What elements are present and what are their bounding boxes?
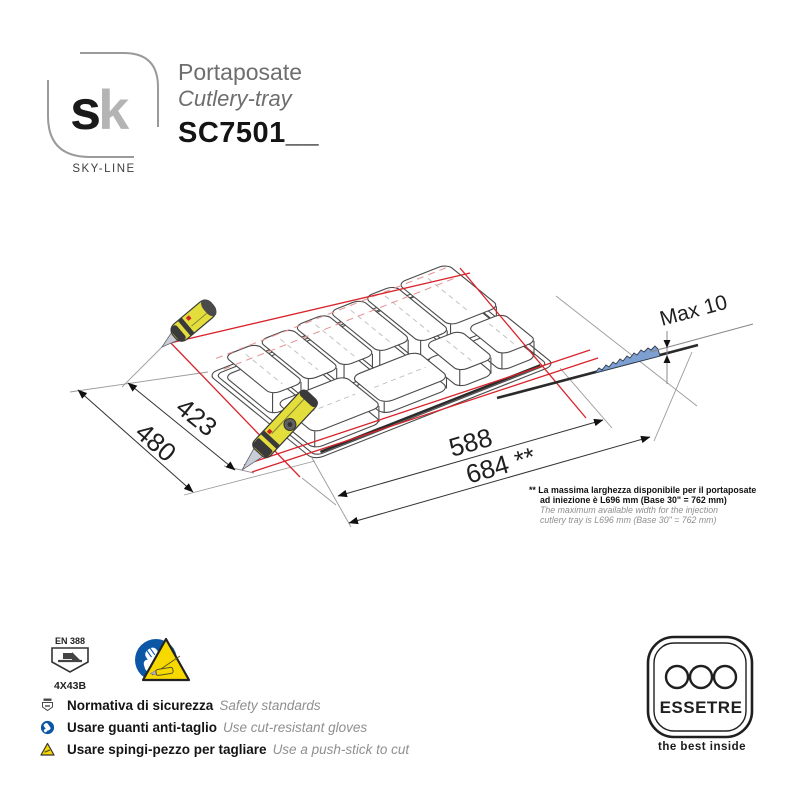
product-model-code: SC7501__ <box>178 117 320 150</box>
instruction-en: Safety standards <box>219 697 321 713</box>
logo-letter-s: s <box>70 78 99 141</box>
extension-lines <box>69 295 698 528</box>
cut-guides-dashed <box>212 266 462 369</box>
logo-frame-bottom-left-arc <box>47 80 134 158</box>
logo-line-name: SKY-LINE <box>72 163 135 175</box>
warning-cutter-icon <box>141 637 191 682</box>
en388-standard-label: EN 388 <box>55 636 85 646</box>
footnote-it-2: ad iniezione è L696 mm (Base 30" = 762 m… <box>540 495 727 506</box>
instruction-en: Use a push-stick to cut <box>272 741 410 757</box>
safety-icons: EN 388 4X43B <box>51 636 191 692</box>
instruction-en: Use cut-resistant gloves <box>223 719 368 735</box>
compartment-centerlines <box>230 277 515 424</box>
logo-circle <box>688 664 714 690</box>
dim-label-480: 480 <box>130 417 182 468</box>
logo-circle <box>664 664 690 690</box>
logo-circle <box>712 664 738 690</box>
essetre-logo: ESSETRE <box>646 635 754 739</box>
dimension-line-480 <box>77 389 194 493</box>
max-cut-label: Max 10 <box>657 291 729 331</box>
instruction-it: Normativa di sicurezza <box>67 697 214 713</box>
warning-mini-icon <box>40 742 55 756</box>
instruction-it: Usare spingi-pezzo per tagliare <box>67 741 267 757</box>
list-item: Usare spingi-pezzo per tagliare Use a pu… <box>40 738 409 760</box>
footnote-it-1: La massima larghezza disponibile per il … <box>538 485 757 495</box>
dim-label-423: 423 <box>170 392 223 443</box>
cut-line-front-2 <box>243 349 591 466</box>
list-item: Usare guanti anti-taglio Use cut-resista… <box>40 716 409 738</box>
mandatory-gloves-mini-icon <box>40 720 55 734</box>
skyline-logo: sk SKY-LINE <box>47 52 159 175</box>
en388-rating-label: 4X43B <box>54 680 87 692</box>
saw-blade-icon <box>593 345 661 374</box>
cut-line-front <box>251 357 599 473</box>
product-name-it: Portaposate <box>178 59 303 85</box>
footnote-marker: ** <box>529 485 539 495</box>
max-cut-annotation: Max 10 <box>649 291 754 384</box>
instruction-it: Usare guanti anti-taglio <box>67 719 218 735</box>
safety-instructions-list: Normativa di sicurezza Safety standards … <box>40 694 409 760</box>
product-name-en: Cutlery-tray <box>178 86 292 112</box>
cut-lines-red <box>165 267 599 478</box>
logo-frame-top-right-arc <box>80 52 159 127</box>
cutlery-tray-illustration <box>195 264 567 460</box>
utility-knife-icon-small <box>160 299 217 348</box>
manufacturer-name: ESSETRE <box>660 698 743 717</box>
dimension-lines <box>77 382 651 525</box>
en388-glove-icon: EN 388 4X43B <box>51 636 89 692</box>
en388-mini-icon <box>42 698 53 711</box>
utility-knife-icon-large <box>241 389 318 471</box>
cut-line-back <box>165 272 471 345</box>
cut-line-right <box>459 267 587 419</box>
product-header: Portaposate Cutlery-tray SC7501__ <box>178 60 319 150</box>
width-footnote: ** La massima larghezza disponibile per … <box>529 485 756 526</box>
dimension-line-684 <box>348 435 651 525</box>
logo-monogram: sk <box>70 78 130 141</box>
footnote-en-2: cutlery tray is L696 mm (Base 30" = 762 … <box>540 515 717 526</box>
manufacturer-tagline: the best inside <box>657 741 747 753</box>
list-item: Normativa di sicurezza Safety standards <box>40 694 409 716</box>
footnote-en-1: The maximum available width for the inje… <box>540 505 718 516</box>
